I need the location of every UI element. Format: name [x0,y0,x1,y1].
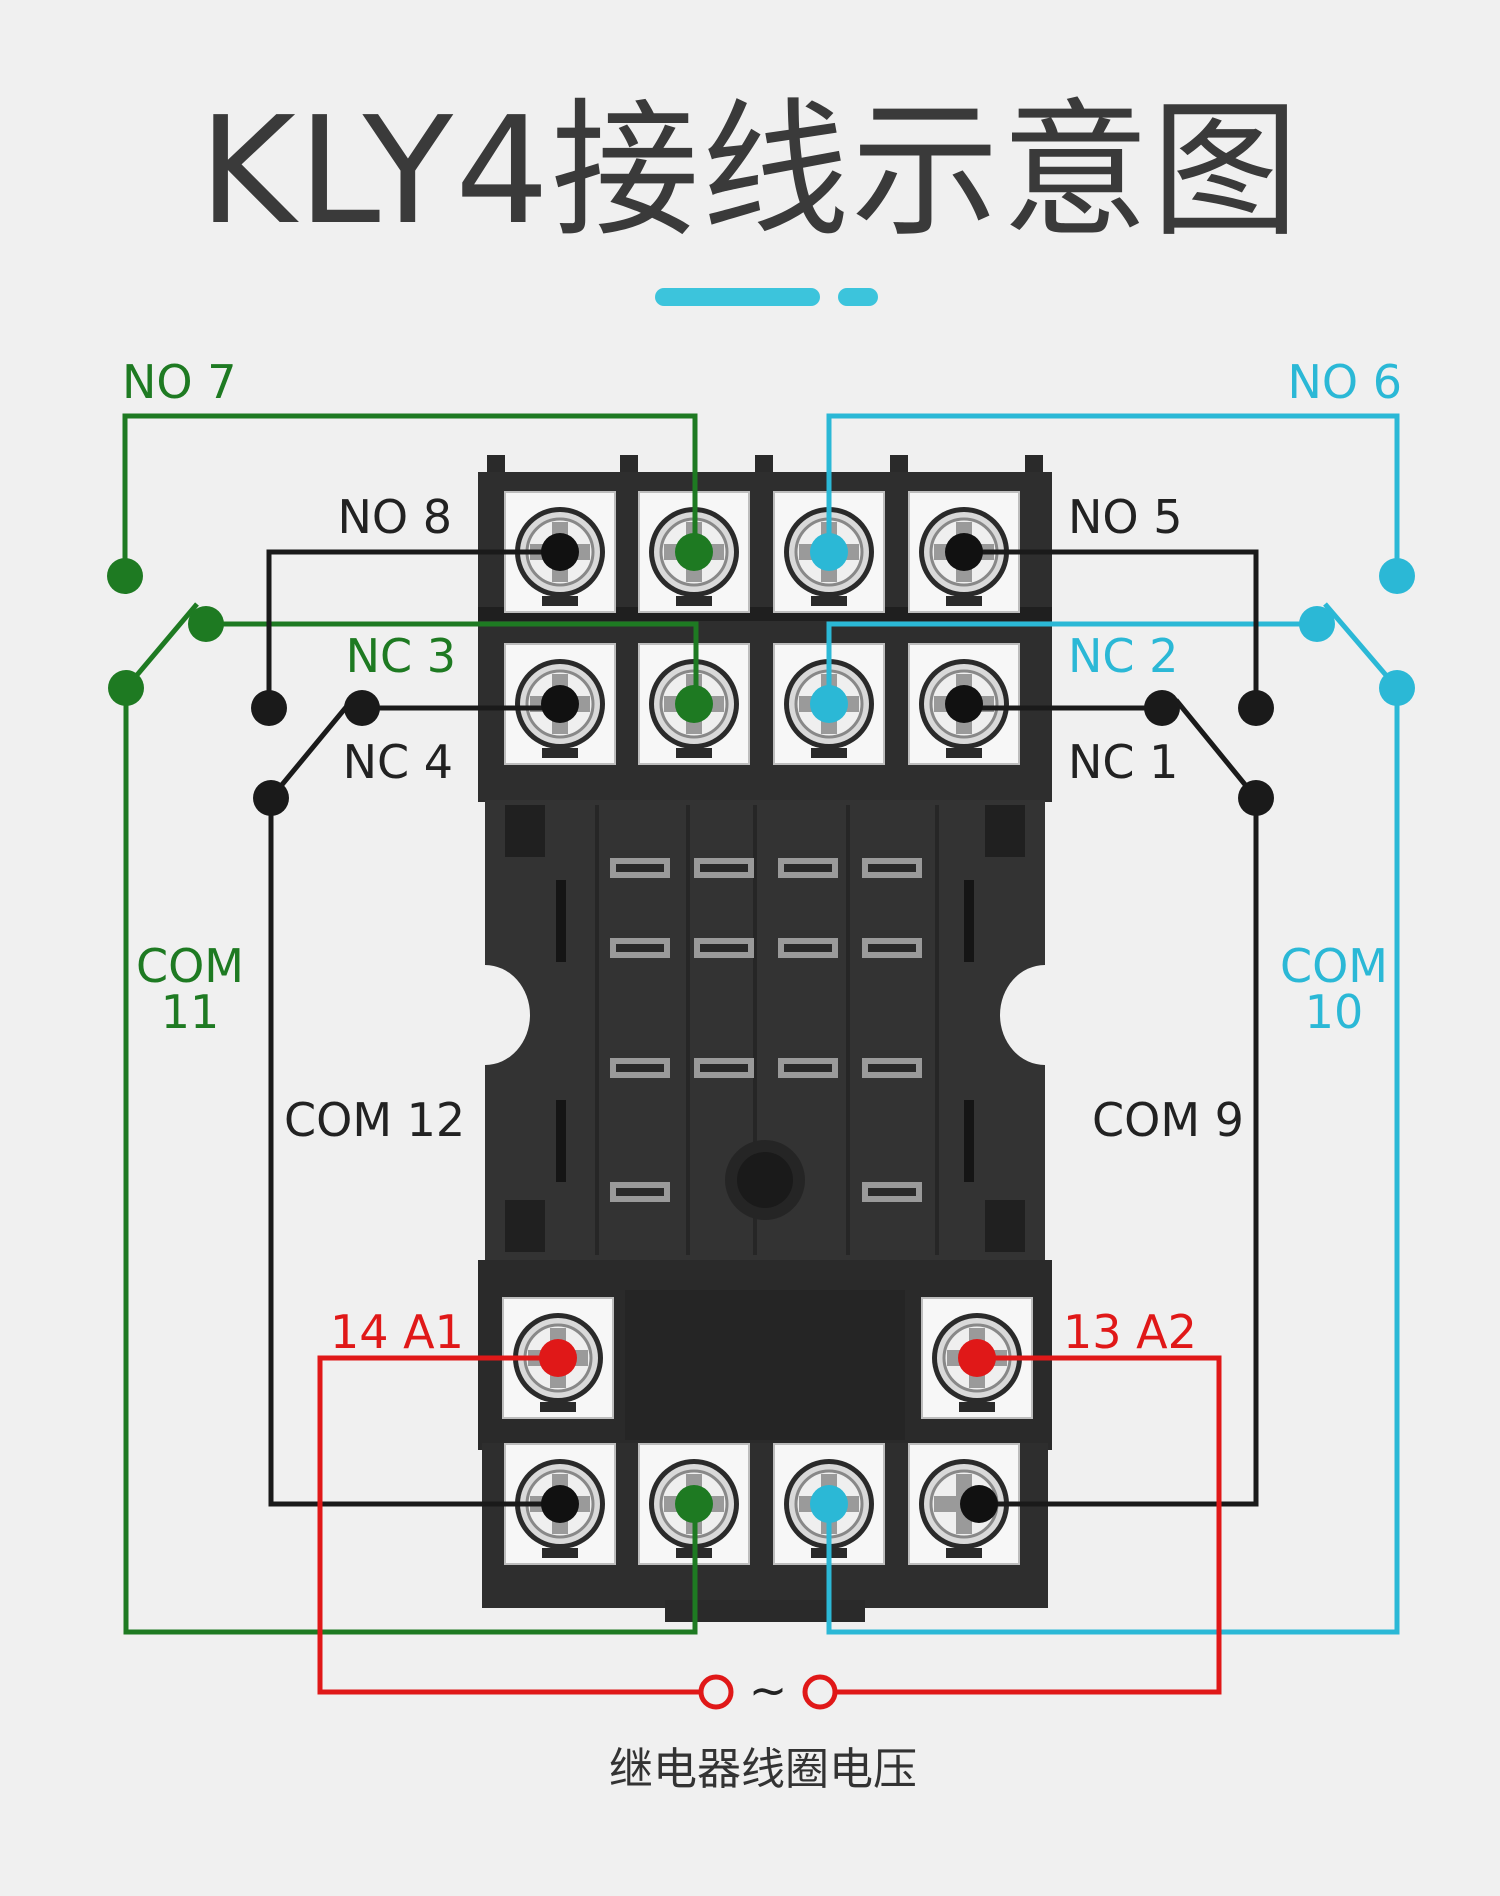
label-no6: NO 6 [1287,355,1402,409]
pin-slot [778,1058,838,1078]
label-nc4: NC 4 [343,735,453,789]
pin-slot [778,858,838,878]
contact-dots [107,558,1415,816]
switch-blade-green [124,602,199,690]
pin-slot [694,1058,754,1078]
wire-no7 [122,413,698,576]
label-no8: NO 8 [337,490,452,544]
terminal-dots [539,533,998,1523]
socket-pin-slots [610,858,922,1202]
switch-blade-black-left [269,698,354,800]
wire-no6 [826,413,1400,576]
pin-slot [694,858,754,878]
pin-slot [862,1058,922,1078]
pin-slot [778,938,838,958]
diagram-title: KLY4接线示意图 [199,85,1301,257]
pin-slot [610,858,670,878]
coil-supply-terminal-right [802,1674,838,1710]
label-a1: 14 A1 [330,1305,464,1359]
pin-slot [862,938,922,958]
pin-slot [610,1058,670,1078]
switch-blade-cyan [1323,602,1399,690]
label-com10-line2: 10 [1305,985,1364,1039]
pin-slot [610,938,670,958]
accent-bar-short [838,288,878,306]
wire-com11 [123,688,698,1635]
label-nc1: NC 1 [1068,735,1178,789]
wire-no8 [266,549,560,708]
label-com10-line1: COM [1280,939,1388,993]
label-no5: NO 5 [1068,490,1183,544]
wire-a2 [836,1355,1222,1695]
wire-no5 [964,549,1259,708]
label-com12: COM 12 [284,1093,465,1147]
switch-blade-black-right [1174,698,1258,800]
pin-slot [862,858,922,878]
coil-supply-terminal-left [698,1674,734,1710]
wire-nc2 [826,621,1317,700]
coil-voltage-caption: 继电器线圈电压 [609,1744,917,1795]
wire-com10 [826,688,1400,1635]
wire-com9 [964,798,1259,1507]
wire-nc3 [206,621,699,700]
label-com9: COM 9 [1092,1093,1244,1147]
pin-slot [610,1182,670,1202]
label-nc2: NC 2 [1068,629,1178,683]
label-nc3: NC 3 [346,629,456,683]
wire-com12 [268,798,560,1507]
pin-slot [694,938,754,958]
label-a2: 13 A2 [1063,1305,1197,1359]
label-com11-line2: 11 [161,985,220,1039]
label-no7: NO 7 [122,355,237,409]
screw-terminal [638,643,750,765]
label-com11-line1: COM [136,939,244,993]
coil-ac-symbol: ~ [749,1663,788,1717]
accent-bar-long [655,288,820,306]
pin-slot [862,1182,922,1202]
wire-a1 [317,1355,702,1695]
